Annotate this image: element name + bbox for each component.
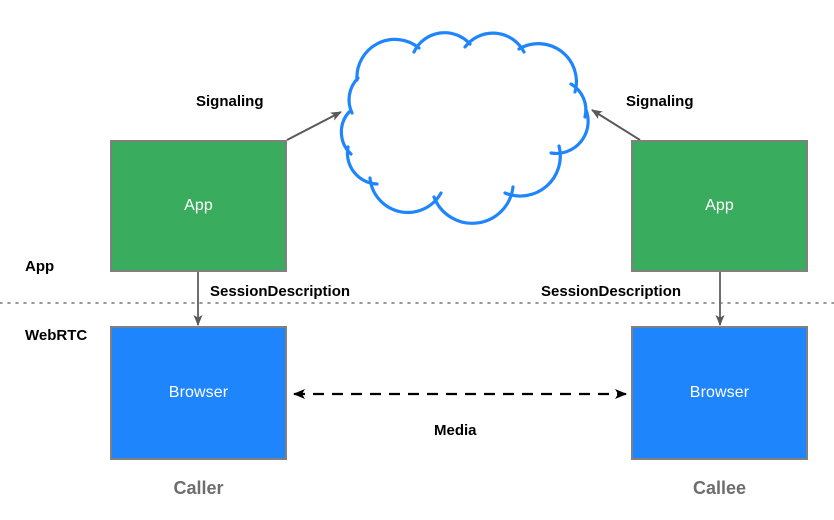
caller-signaling-arrow	[286, 111, 342, 141]
callee-role-label: Callee	[692, 478, 747, 498]
callee-signaling-label: Signaling	[626, 93, 694, 110]
caller-role-label: Caller	[173, 478, 224, 498]
caller-browser-box[interactable]: Browser	[110, 326, 287, 460]
caller-sessiondescription-label: SessionDescription	[210, 283, 351, 300]
cloud-icon	[339, 31, 590, 225]
callee-browser-label: Browser	[689, 384, 750, 401]
callee-browser-box[interactable]: Browser	[631, 326, 808, 460]
webrtc-layer-label: WebRTC	[25, 327, 88, 344]
callee-sessiondescription-label: SessionDescription	[541, 283, 682, 300]
callee-signaling-arrow	[591, 109, 641, 141]
caller-signaling-label: Signaling	[196, 93, 264, 110]
media-label: Media	[434, 422, 477, 439]
app-layer-label: App	[25, 258, 55, 275]
callee-app-label: App	[705, 197, 734, 214]
caller-app-label: App	[184, 197, 213, 214]
callee-app-box[interactable]: App	[631, 140, 808, 272]
caller-browser-label: Browser	[168, 384, 229, 401]
caller-app-box[interactable]: App	[110, 140, 287, 272]
